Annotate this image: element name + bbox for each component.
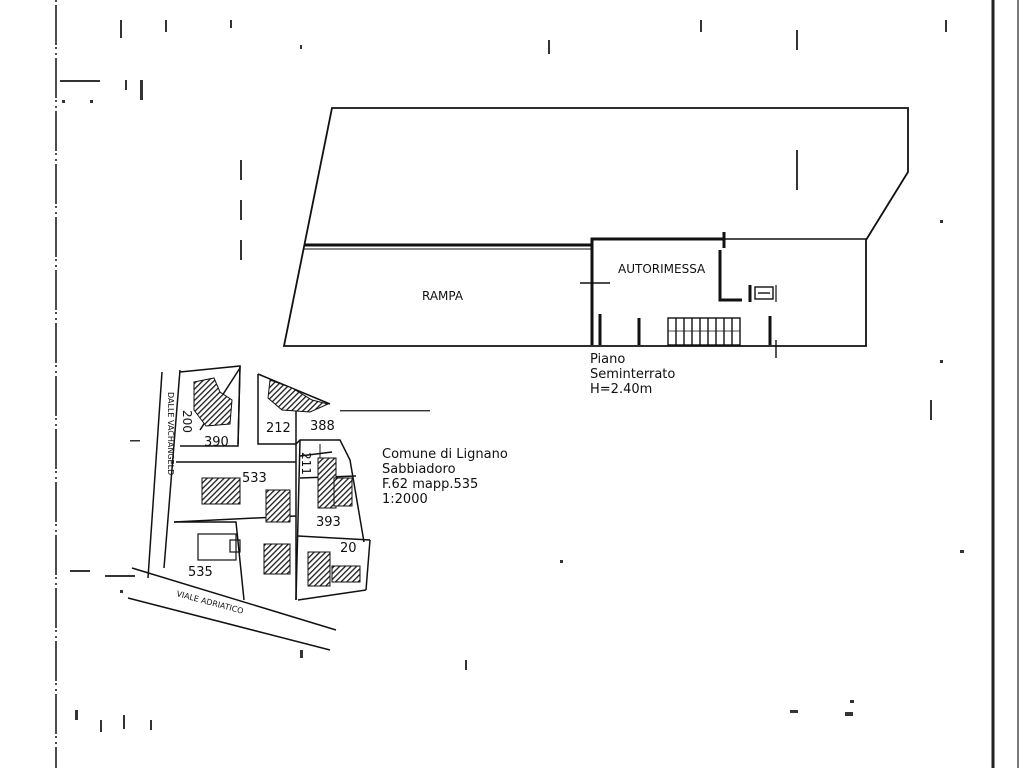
street-side (147, 369, 181, 579)
garage-label: AUTORIMESSA (618, 262, 706, 276)
staircase-icon (667, 317, 741, 346)
street-viale (127, 567, 337, 651)
floor-plan (282, 107, 909, 358)
parcel-533: 533 (242, 471, 267, 486)
sheet-frame (55, 0, 1019, 768)
map-caption-line: Sabbiadoro (382, 462, 456, 477)
parcel-211: 211 (299, 452, 313, 475)
parcel-200: 200 (180, 410, 194, 433)
garage-walls (580, 232, 866, 358)
side-street-label: DALLE VACHANGELD (166, 392, 175, 475)
floor-caption-line: Seminterrato (590, 367, 676, 382)
ramp-label: RAMPA (422, 289, 464, 303)
parcel-393: 393 (316, 515, 341, 530)
building-footprints (193, 377, 361, 587)
map-caption-line: 1:2000 (382, 492, 428, 507)
main-street-label: VIALE ADRIATICO (175, 589, 244, 616)
parcel-388: 388 (310, 419, 335, 434)
parcel-535: 535 (188, 565, 213, 580)
site-outline (282, 107, 909, 347)
parcel-20: 20 (340, 541, 357, 556)
floor-caption-line: H=2.40m (590, 382, 653, 397)
parcel-212: 212 (266, 421, 291, 436)
map-caption-line: Comune di Lignano (382, 447, 508, 462)
utility-box-icon (754, 286, 774, 300)
parcel-numbers: 200 390 212 388 533 211 393 20 535 (180, 410, 357, 580)
scan-noise (60, 20, 964, 732)
floor-caption-line: Piano (590, 352, 626, 367)
parcel-390: 390 (204, 435, 229, 450)
map-caption-line: F.62 mapp.535 (382, 477, 479, 492)
floor-caption: Piano Seminterrato H=2.40m (590, 352, 675, 397)
map-caption: Comune di Lignano Sabbiadoro F.62 mapp.5… (382, 447, 508, 507)
